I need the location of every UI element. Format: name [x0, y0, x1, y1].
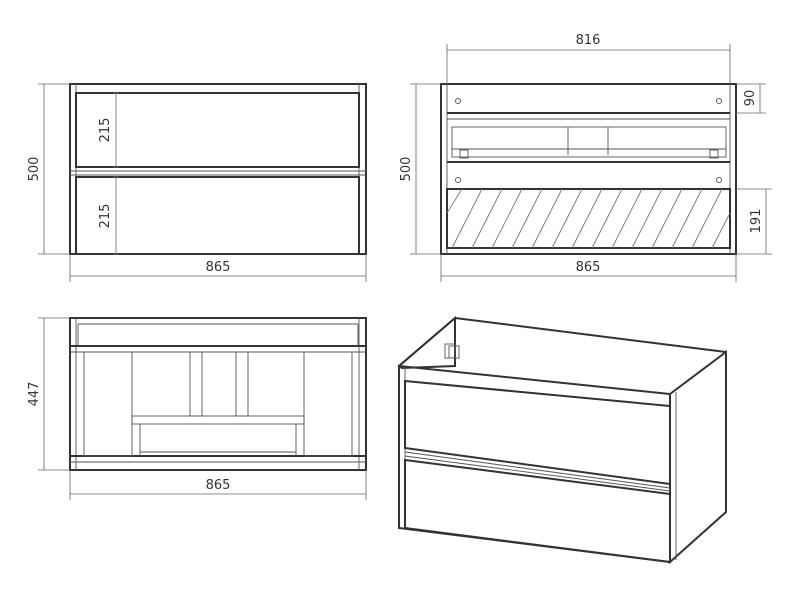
label-front-width: 865: [206, 260, 231, 275]
label-back-height: 500: [399, 157, 414, 182]
back-hatched-panel: [446, 188, 731, 249]
label-top-width: 865: [206, 478, 231, 493]
dim-back-width: 865: [440, 254, 737, 282]
top-cabinet-outline: [69, 317, 367, 471]
iso-lower-drawer: [404, 458, 671, 564]
dim-top-depth: 447: [27, 317, 70, 471]
back-view: 816 500 90 191 865: [399, 33, 772, 282]
isometric-view: [397, 315, 727, 565]
dim-front-width: 865: [69, 254, 367, 282]
front-lower-drawer: [75, 176, 360, 255]
dim-front-height: 500: [27, 83, 70, 255]
back-cabinet-outline: [440, 83, 737, 255]
dim-back-top-rail: 90: [736, 83, 766, 114]
dim-back-bottom-section: 191: [736, 188, 772, 255]
iso-upper-drawer: [404, 379, 671, 486]
dim-front-lower-drawer: 215: [98, 176, 119, 255]
label-top-depth: 447: [27, 382, 42, 407]
label-back-inner-width: 816: [576, 33, 601, 48]
top-view: 447 865: [27, 317, 367, 500]
front-upper-drawer: [75, 92, 360, 168]
hatching: [446, 188, 731, 249]
front-view: 500 215 215 865: [27, 83, 367, 282]
label-back-bottom-section: 191: [749, 209, 764, 234]
label-front-upper-drawer: 215: [98, 118, 113, 143]
front-cabinet-outline: [69, 83, 367, 255]
dim-back-inner-width: 816: [446, 33, 731, 84]
label-front-lower-drawer: 215: [98, 204, 113, 229]
label-front-height: 500: [27, 157, 42, 182]
dim-front-upper-drawer: 215: [98, 92, 119, 168]
label-back-width: 865: [576, 260, 601, 275]
dim-back-height: 500: [399, 83, 441, 255]
label-back-top-rail: 90: [743, 90, 758, 107]
dim-top-width: 865: [69, 470, 367, 500]
iso-side-panel: [669, 350, 727, 565]
